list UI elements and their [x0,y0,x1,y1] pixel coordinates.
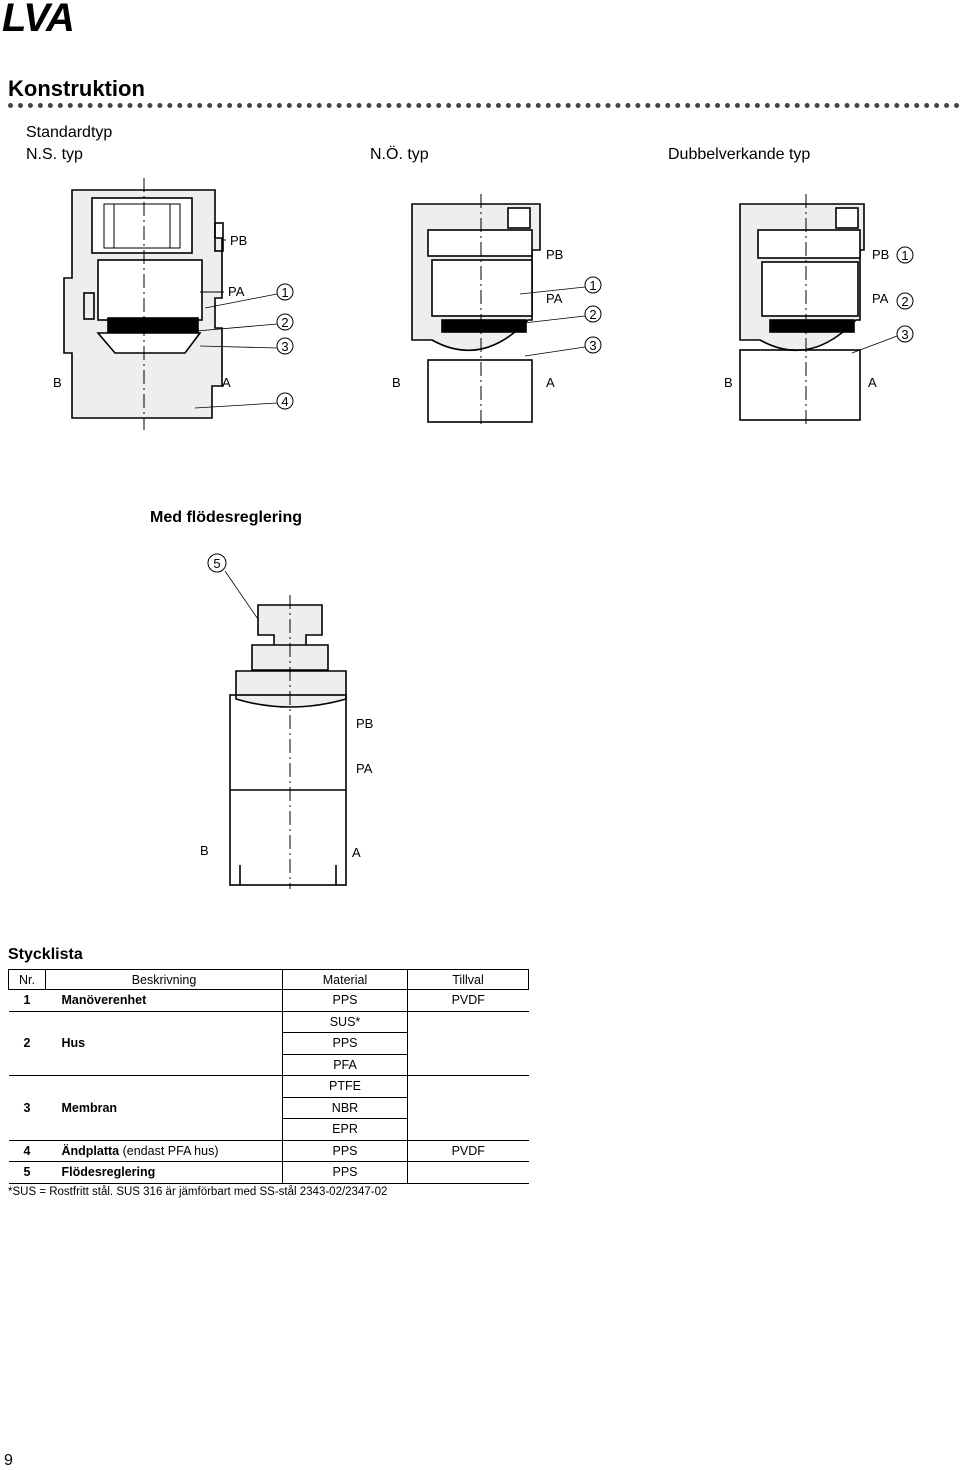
callout-1: 1 [589,278,596,293]
row-material: PTFE [282,1075,408,1098]
no-type-label: N.Ö. typ [370,146,429,163]
section-title: Konstruktion [8,76,145,101]
port-b: B [53,375,62,390]
page-number: 9 [4,1452,13,1469]
row-description: Hus [45,1011,283,1076]
port-b: B [724,375,733,390]
section-divider [8,103,960,108]
double-acting-valve-diagram: PB PA B A 1 2 3 [724,194,914,426]
port-pa: PA [228,284,245,299]
row-nr: 5 [8,1161,46,1184]
double-acting-label: Dubbelverkande typ [668,146,811,163]
row-material: NBR [282,1097,408,1119]
callout-2-icon [896,292,914,310]
row-description-main: Ändplatta [61,1143,120,1158]
port-pa: PA [356,761,373,776]
table-row: 4 Ändplatta (endast PFA hus) PPS PVDF [8,1140,529,1162]
port-pa: PA [546,291,563,306]
row-option [407,1161,529,1184]
row-option [407,1075,529,1141]
ns-type-label: N.S. typ [26,146,83,163]
flow-control-label: Med flödesreglering [150,509,303,526]
callout-3-icon [584,336,602,354]
callout-1-icon [896,246,914,264]
port-pa: PA [872,291,889,306]
brand-logo: LVA [2,0,75,40]
ns-valve-diagram: PB PA B A 1 2 3 4 [53,178,294,430]
row-option [407,1011,529,1076]
table-header-row: Nr. Beskrivning Material Tillval [8,969,529,990]
callout-3: 3 [901,327,908,342]
table-row: 2 Hus SUS* [8,1011,529,1076]
callout-4-icon [276,392,294,410]
row-description: Ändplatta (endast PFA hus) [45,1140,283,1162]
table-row: PPS [9,1032,529,1055]
header-option: Tillval [407,969,529,990]
row-material: PFA [282,1054,408,1076]
row-material: PPS [282,1032,408,1055]
port-b: B [200,843,209,858]
row-material: PPS [282,1161,408,1184]
header-nr: Nr. [8,969,46,990]
callout-3-icon [276,337,294,355]
port-a: A [546,375,555,390]
callout-2: 2 [281,315,288,330]
callout-5: 5 [213,556,220,571]
callout-3-icon [896,325,914,343]
callout-2-icon [584,305,602,323]
row-material: SUS* [282,1011,408,1033]
table-row: PFA [9,1054,529,1076]
table-row: NBR [9,1097,529,1119]
standard-type-label: Standardtyp [26,124,113,141]
row-nr: 1 [8,989,46,1012]
callout-3: 3 [281,339,288,354]
row-nr: 4 [8,1140,46,1162]
no-valve-diagram: PB PA B A 1 2 3 [392,194,602,426]
table-row: 3 Membran PTFE [8,1075,529,1141]
parts-table: Nr. Beskrivning Material Tillval 1 Manöv… [8,969,529,1184]
row-material: EPR [282,1118,408,1141]
callout-2: 2 [901,294,908,309]
row-nr: 2 [8,1011,46,1076]
row-material: PPS [282,989,408,1012]
port-pb: PB [546,247,563,262]
port-pb: PB [872,247,889,262]
port-a: A [222,375,231,390]
callout-1: 1 [281,285,288,300]
row-option: PVDF [407,989,529,1012]
callout-1-icon [276,283,294,301]
callout-2-icon [276,313,294,331]
row-description: Manöverenhet [45,989,283,1012]
port-a: A [868,375,877,390]
port-b: B [392,375,401,390]
parts-list-title: Stycklista [8,946,83,963]
flow-control-valve-diagram: 5 PB PA B A [200,553,373,889]
port-pb: PB [230,233,247,248]
callout-1: 1 [901,248,908,263]
row-material: PPS [282,1140,408,1162]
row-description-extra: (endast PFA hus) [119,1143,219,1158]
row-nr: 3 [8,1075,46,1141]
table-row: 5 Flödesreglering PPS [8,1161,529,1184]
row-option: PVDF [407,1140,529,1162]
callout-3: 3 [589,338,596,353]
footnote: *SUS = Rostfritt stål. SUS 316 är jämför… [8,1186,388,1198]
callout-5-icon [207,553,227,573]
header-description: Beskrivning [45,969,283,990]
header-material: Material [282,969,408,990]
table-row: EPR [9,1118,529,1141]
row-description: Membran [45,1075,283,1141]
callout-4: 4 [281,394,288,409]
table-row: 1 Manöverenhet PPS PVDF [8,989,529,1012]
port-a: A [352,845,361,860]
callout-1-icon [584,276,602,294]
callout-2: 2 [589,307,596,322]
row-description: Flödesreglering [45,1161,283,1184]
port-pb: PB [356,716,373,731]
